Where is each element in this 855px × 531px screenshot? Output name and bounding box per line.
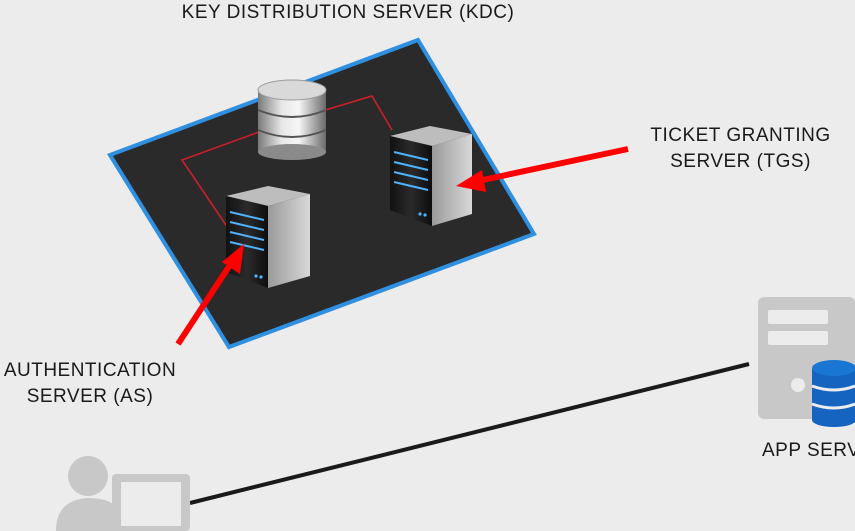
as-label: AUTHENTICATION SERVER (AS) bbox=[0, 358, 180, 410]
database-icon bbox=[811, 360, 855, 427]
user-computer-icon bbox=[56, 456, 190, 531]
as-label-line-2: SERVER (AS) bbox=[26, 386, 154, 407]
as-label-line-1: AUTHENTICATION bbox=[3, 360, 177, 381]
kdc-title: KEY DISTRIBUTION SERVER (KDC) bbox=[181, 2, 515, 23]
app-server-label: APP SERV bbox=[762, 440, 855, 461]
client-app-connection bbox=[189, 362, 750, 505]
tgs-arrow bbox=[456, 146, 629, 192]
tgs-label-line-2: SERVER (TGS) bbox=[670, 151, 811, 172]
tgs-server-icon bbox=[390, 126, 472, 226]
as-arrow bbox=[175, 244, 244, 346]
tgs-label-line-1: TICKET GRANTING bbox=[650, 125, 831, 146]
tgs-label: TICKET GRANTING SERVER (TGS) bbox=[628, 123, 853, 175]
as-server-icon bbox=[226, 186, 310, 288]
app-server-icon bbox=[758, 297, 855, 427]
database-icon bbox=[257, 79, 327, 160]
kdc-platform bbox=[107, 37, 537, 350]
